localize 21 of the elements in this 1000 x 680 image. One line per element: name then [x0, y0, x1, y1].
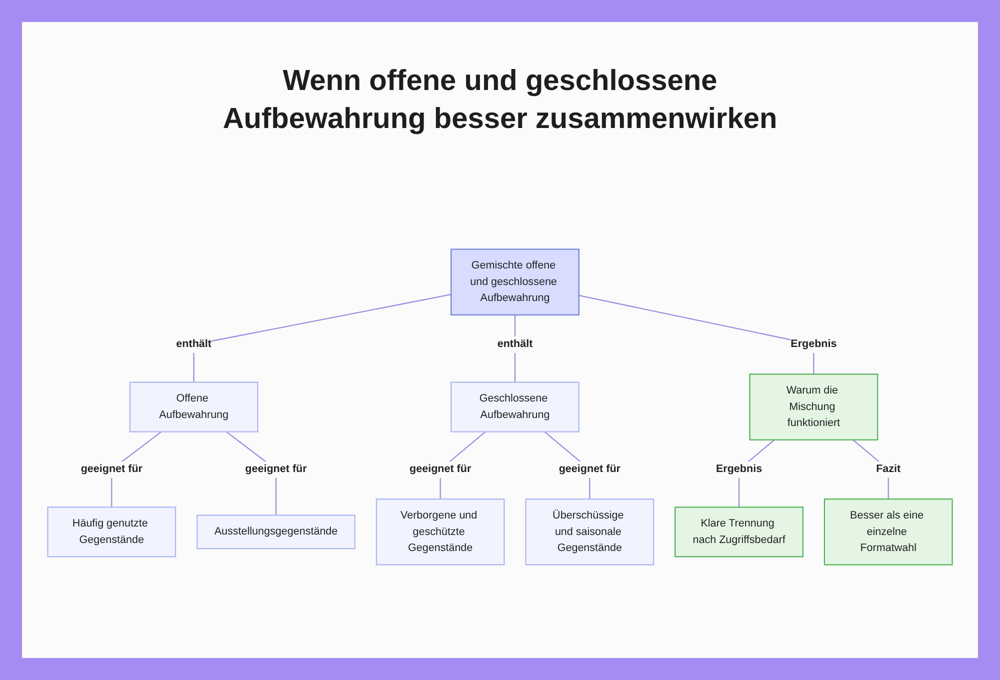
- node-box: Verborgene und geschützte Gegenstände: [376, 498, 505, 566]
- title: Wenn offene und geschlossene Aufbewahrung besser zusammenwirken: [222, 64, 778, 137]
- node-box: Warum die Mischung funktioniert: [749, 374, 878, 440]
- edge-label: Ergebnis: [716, 462, 762, 476]
- edge-label: geeignet für: [410, 462, 472, 476]
- node-box: Offene Aufbewahrung: [129, 382, 258, 432]
- node-box: Gemischte offene und geschlossene Aufbewahrung: [450, 248, 580, 316]
- node-box: Besser als eine einzelne Formatwahl: [824, 498, 953, 566]
- edge-label: geeignet für: [245, 462, 307, 476]
- node-box: Ausstellungsgegenstände: [196, 514, 356, 550]
- node-box: Klare Trennung nach Zugriffsbedarf: [674, 506, 804, 558]
- edge-label: Fazit: [876, 462, 901, 476]
- edge-label: geeignet für: [80, 462, 142, 476]
- edge-label: Ergebnis: [790, 338, 837, 350]
- node-box: Überschüssige und saisonale Gegenstände: [525, 498, 654, 566]
- edge-label: enthält: [497, 338, 533, 350]
- node-box: Geschlossene Aufbewahrung: [450, 382, 580, 432]
- edge-label: geeignet für: [558, 462, 620, 476]
- node-box: Häufig genutzte Gegenstände: [47, 506, 176, 558]
- edge-label: enthält: [176, 338, 212, 350]
- connector: [193, 294, 452, 382]
